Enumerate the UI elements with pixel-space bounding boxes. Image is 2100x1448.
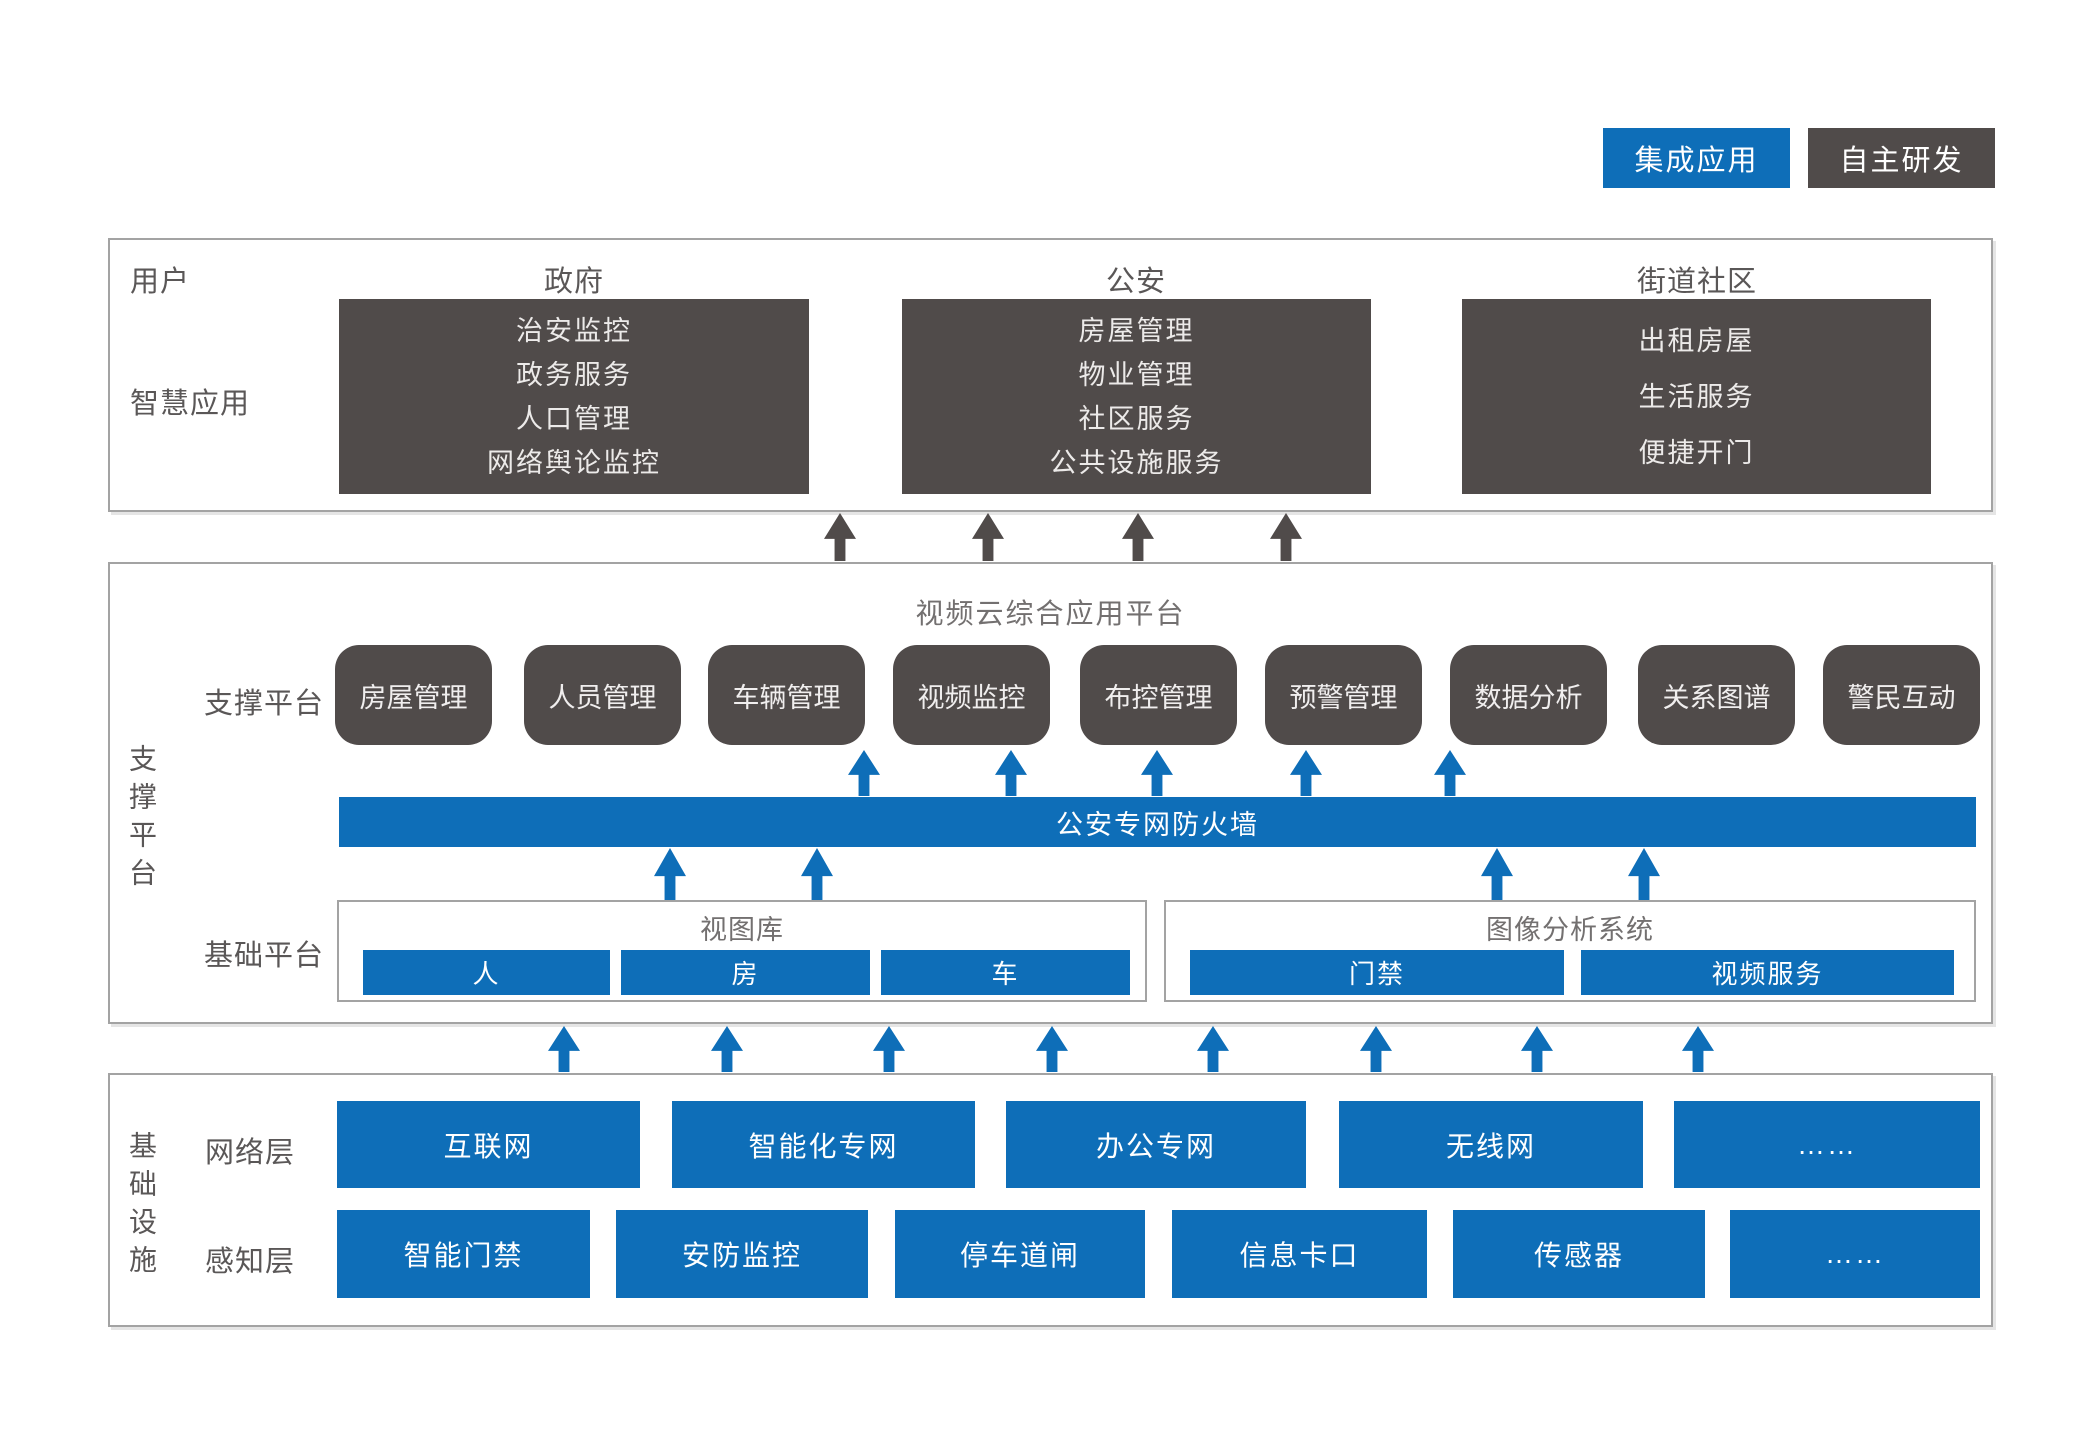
app-item: 生活服务 xyxy=(1638,381,1755,412)
app-item: 物业管理 xyxy=(1078,359,1195,390)
network-box-internet: 互联网 xyxy=(337,1101,640,1188)
base-bar-vehicle: 车 xyxy=(881,950,1130,995)
column-title-government: 政府 xyxy=(543,266,605,298)
legend-integrated-app: 集成应用 xyxy=(1603,128,1790,188)
up-arrow-icon xyxy=(801,848,833,900)
up-arrow-icon xyxy=(1434,750,1466,796)
base-bar-person: 人 xyxy=(363,950,610,995)
base-bar-house: 房 xyxy=(621,950,870,995)
up-arrow-icon xyxy=(1036,1026,1068,1072)
network-box-office-private: 办公专网 xyxy=(1006,1101,1306,1188)
up-arrow-icon xyxy=(824,513,856,561)
perception-box-parking-gate: 停车道闸 xyxy=(895,1210,1145,1298)
up-arrow-icon xyxy=(1122,513,1154,561)
up-arrow-icon xyxy=(995,750,1027,796)
infrastructure-side-label: 基础设施 xyxy=(126,1131,157,1283)
up-arrow-icon xyxy=(711,1026,743,1072)
base-bar-video-service: 视频服务 xyxy=(1581,950,1954,995)
infrastructure-section: 基础设施 网络层 互联网 智能化专网 办公专网 无线网 …… 感知层 智能门禁 … xyxy=(108,1073,1993,1327)
app-item: 出租房屋 xyxy=(1638,325,1755,356)
base-platform-row-label: 基础平台 xyxy=(204,940,325,972)
perception-box-info-checkpoint: 信息卡口 xyxy=(1172,1210,1427,1298)
support-box-warning: 预警管理 xyxy=(1265,645,1422,745)
police-network-firewall-bar: 公安专网防火墙 xyxy=(339,797,1976,847)
user-row-label: 用户 xyxy=(130,266,191,298)
up-arrow-icon xyxy=(1481,848,1513,900)
image-analysis-group: 图像分析系统 门禁 视频服务 xyxy=(1164,900,1976,1002)
view-library-title: 视图库 xyxy=(700,915,784,945)
support-box-control: 布控管理 xyxy=(1080,645,1237,745)
perception-layer-label: 感知层 xyxy=(205,1246,296,1278)
up-arrow-icon xyxy=(654,848,686,900)
police-apps-box: 房屋管理 物业管理 社区服务 公共设施服务 xyxy=(902,299,1371,494)
support-box-data-analysis: 数据分析 xyxy=(1450,645,1607,745)
up-arrow-icon xyxy=(1521,1026,1553,1072)
user-applications-section: 用户 政府 公安 街道社区 智慧应用 治安监控 政务服务 人口管理 网络舆论监控… xyxy=(108,238,1993,512)
perception-box-smart-access: 智能门禁 xyxy=(337,1210,590,1298)
app-item: 便捷开门 xyxy=(1638,437,1755,468)
support-box-personnel: 人员管理 xyxy=(524,645,681,745)
up-arrow-icon xyxy=(873,1026,905,1072)
app-item: 社区服务 xyxy=(1078,403,1195,434)
network-box-more: …… xyxy=(1674,1101,1980,1188)
up-arrow-icon xyxy=(972,513,1004,561)
view-library-group: 视图库 人 房 车 xyxy=(337,900,1147,1002)
up-arrow-icon xyxy=(1141,750,1173,796)
video-cloud-platform-title: 视频云综合应用平台 xyxy=(915,598,1186,629)
support-platform-section: 支撑平台 视频云综合应用平台 支撑平台 房屋管理 人员管理 车辆管理 视频监控 … xyxy=(108,562,1993,1024)
base-bar-access-control: 门禁 xyxy=(1190,950,1564,995)
network-box-intelligent-private: 智能化专网 xyxy=(672,1101,975,1188)
support-box-relation-graph: 关系图谱 xyxy=(1638,645,1795,745)
app-item: 政务服务 xyxy=(516,359,632,390)
app-item: 公共设施服务 xyxy=(1049,447,1224,478)
network-layer-label: 网络层 xyxy=(205,1137,296,1169)
app-item: 房屋管理 xyxy=(1078,315,1195,346)
perception-box-security-monitor: 安防监控 xyxy=(616,1210,868,1298)
support-box-video-monitor: 视频监控 xyxy=(893,645,1050,745)
support-box-police-citizen: 警民互动 xyxy=(1823,645,1980,745)
support-row-label: 支撑平台 xyxy=(204,688,325,720)
apps-row-label: 智慧应用 xyxy=(130,388,251,420)
up-arrow-icon xyxy=(1628,848,1660,900)
up-arrow-icon xyxy=(1290,750,1322,796)
image-analysis-title: 图像分析系统 xyxy=(1486,915,1654,945)
column-title-police: 公安 xyxy=(1105,266,1167,298)
government-apps-box: 治安监控 政务服务 人口管理 网络舆论监控 xyxy=(339,299,809,494)
app-item: 人口管理 xyxy=(516,403,632,434)
support-box-vehicle: 车辆管理 xyxy=(708,645,865,745)
up-arrow-icon xyxy=(1682,1026,1714,1072)
legend-self-developed: 自主研发 xyxy=(1808,128,1995,188)
up-arrow-icon xyxy=(848,750,880,796)
up-arrow-icon xyxy=(1270,513,1302,561)
perception-box-sensor: 传感器 xyxy=(1453,1210,1705,1298)
support-platform-side-label: 支撑平台 xyxy=(126,744,157,896)
up-arrow-icon xyxy=(1197,1026,1229,1072)
column-title-community: 街道社区 xyxy=(1636,266,1758,298)
app-item: 治安监控 xyxy=(516,315,632,346)
up-arrow-icon xyxy=(548,1026,580,1072)
network-box-wireless: 无线网 xyxy=(1339,1101,1643,1188)
community-apps-box: 出租房屋 生活服务 便捷开门 xyxy=(1462,299,1931,494)
up-arrow-icon xyxy=(1360,1026,1392,1072)
app-item: 网络舆论监控 xyxy=(487,447,661,478)
support-box-housing: 房屋管理 xyxy=(335,645,492,745)
perception-box-more: …… xyxy=(1730,1210,1980,1298)
